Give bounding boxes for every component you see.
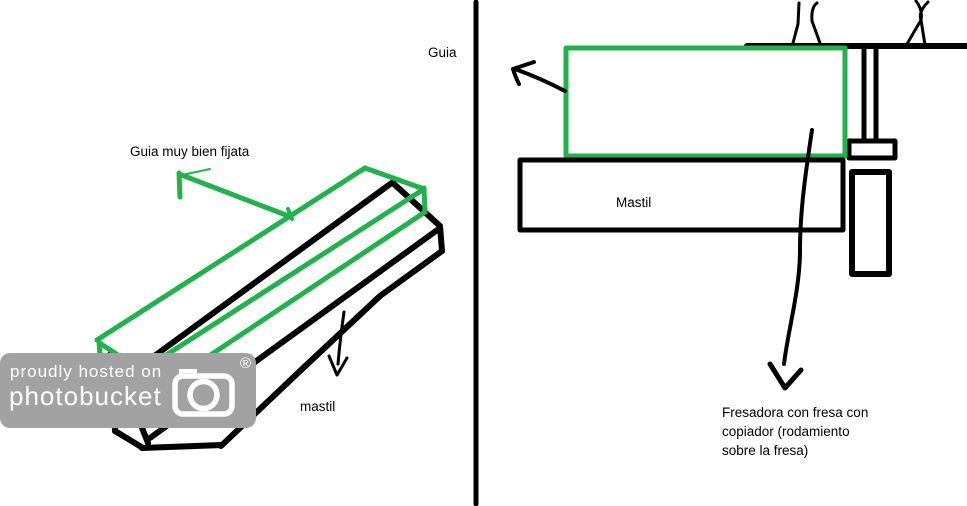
fresadora-note: Fresadora con fresa con copiador (rodami… (722, 405, 869, 458)
right-guide-rect (563, 45, 848, 159)
fresadora-pointer-arrow (767, 128, 814, 391)
mastil-arrow (327, 310, 349, 377)
left-mastil-label: mastil (300, 399, 336, 414)
camera-icon (172, 369, 235, 417)
guia-pointer-arrow (511, 60, 567, 93)
router-sketch (846, 45, 898, 277)
watermark-line1: proudly hosted on (10, 362, 163, 381)
right-table-sketch (744, 0, 967, 49)
guide-arrow (176, 168, 294, 221)
registered-mark: ® (240, 355, 252, 372)
right-mastil-rect (517, 157, 846, 233)
right-mastil-label: Mastil (616, 195, 652, 210)
watermark-line2: photobucket (9, 381, 162, 411)
right-guia-label: Guia (428, 45, 457, 60)
photobucket-watermark: proudly hosted on photobucket ® (0, 353, 256, 428)
left-guide-note: Guia muy bien fijata (130, 144, 250, 159)
